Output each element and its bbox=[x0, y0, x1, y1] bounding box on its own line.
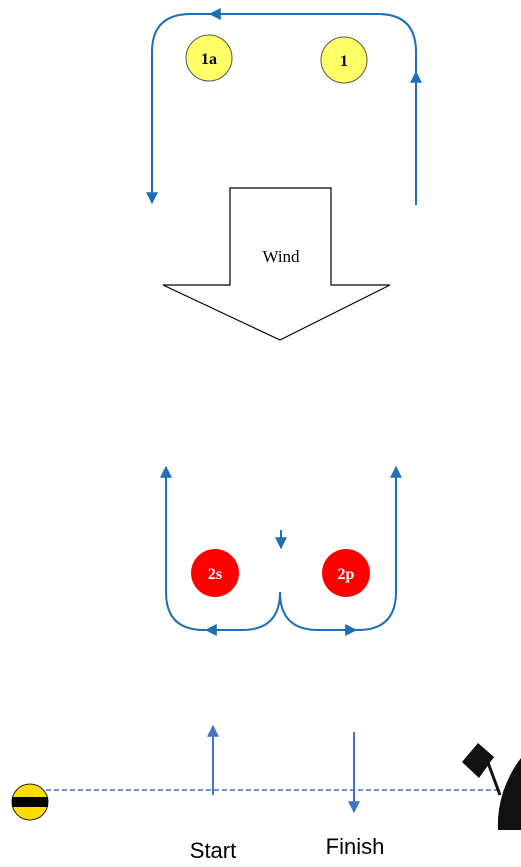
wind-arrow-icon: Wind bbox=[162, 187, 391, 341]
leg-around-top bbox=[208, 8, 417, 72]
right-loop-path bbox=[279, 465, 402, 631]
mark-1-buoy bbox=[320, 36, 368, 84]
mark-2s-buoy bbox=[191, 549, 239, 597]
wind-label: Wind bbox=[262, 247, 300, 266]
wind-arrow-shape bbox=[162, 187, 391, 341]
mark-2p-buoy bbox=[322, 549, 370, 597]
left-loop-path bbox=[160, 465, 281, 631]
boat-flagpole bbox=[485, 759, 502, 796]
start-label: Start bbox=[190, 838, 236, 863]
boat-flag bbox=[462, 743, 494, 778]
boat-hull bbox=[497, 758, 521, 830]
mark-1a-label: 1a bbox=[201, 51, 217, 68]
mark-2p: 2p bbox=[322, 549, 370, 597]
committee-boat-icon bbox=[462, 743, 521, 830]
top-course-path bbox=[146, 8, 422, 205]
finish-label: Finish bbox=[326, 834, 385, 859]
mark-1a: 1a bbox=[185, 34, 233, 82]
gate-course-path bbox=[160, 465, 402, 636]
mark-1a-buoy bbox=[185, 34, 233, 82]
mark-2p-label: 2p bbox=[338, 566, 355, 583]
buoy-icon bbox=[11, 783, 49, 821]
mark-2s-label: 2s bbox=[208, 566, 222, 583]
leg-down-from-1a bbox=[146, 13, 210, 205]
mark-1: 1 bbox=[320, 36, 368, 84]
mark-2s: 2s bbox=[191, 549, 239, 597]
mark-1-label: 1 bbox=[340, 53, 348, 70]
